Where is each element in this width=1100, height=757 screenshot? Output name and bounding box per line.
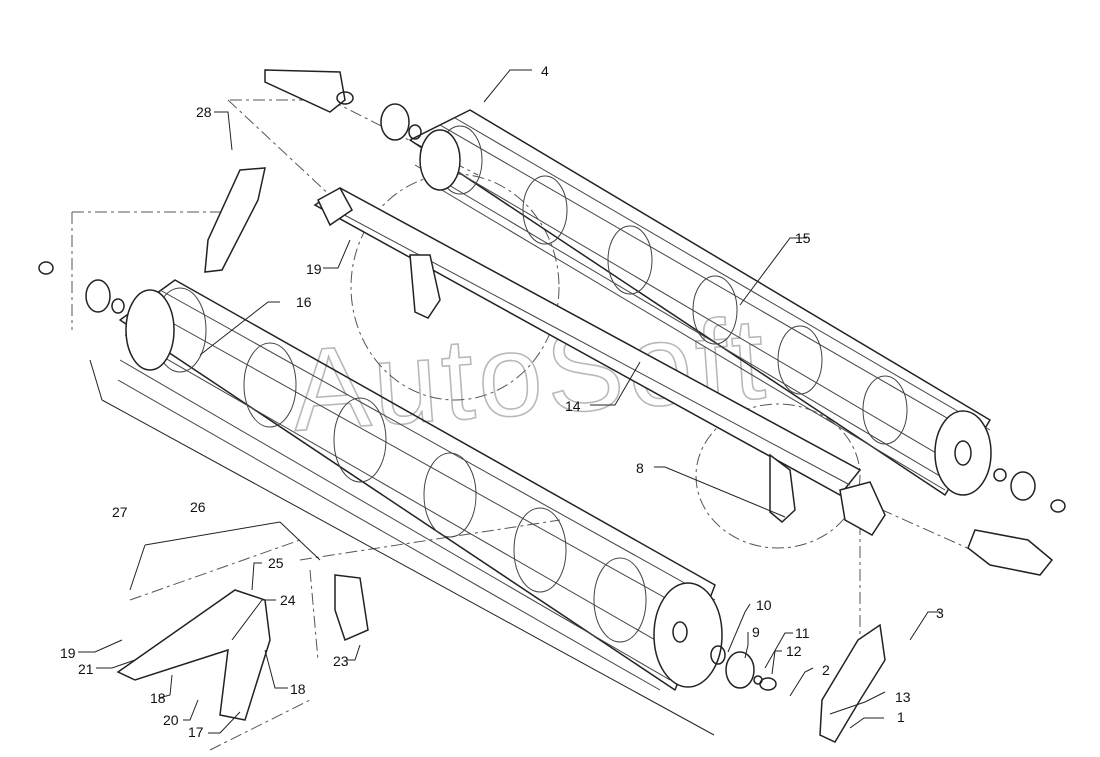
front-roller <box>117 279 723 691</box>
callout-28: 28 <box>196 104 212 120</box>
callout-15: 15 <box>795 230 811 246</box>
callout-18a: 18 <box>150 690 166 706</box>
lower-left-plate <box>116 574 369 721</box>
callout-leaders <box>78 69 940 734</box>
right-bearing-assembly <box>819 468 1066 743</box>
callout-26: 26 <box>190 499 206 515</box>
callout-2: 2 <box>822 662 830 678</box>
callout-25: 25 <box>268 555 284 571</box>
callout-21: 21 <box>78 661 94 677</box>
callout-20: 20 <box>163 712 179 728</box>
callout-3: 3 <box>936 605 944 621</box>
callout-4: 4 <box>541 63 549 79</box>
callout-23: 23 <box>333 653 349 669</box>
callout-24: 24 <box>280 592 296 608</box>
callout-14: 14 <box>565 398 581 414</box>
callout-27: 27 <box>112 504 128 520</box>
callout-10: 10 <box>756 597 772 613</box>
callout-19a: 19 <box>306 261 322 277</box>
center-beam <box>313 186 886 536</box>
frame-lines <box>89 359 715 736</box>
callout-11: 11 <box>795 625 810 641</box>
callout-9: 9 <box>752 624 760 640</box>
callout-19b: 19 <box>60 645 76 661</box>
callout-numbers: 1 2 3 4 8 9 10 11 12 13 14 15 16 17 18 1… <box>60 63 944 740</box>
callout-13: 13 <box>895 689 911 705</box>
callout-12: 12 <box>786 643 802 659</box>
rear-roller <box>409 109 992 496</box>
front-bearing-assembly <box>710 645 777 691</box>
callout-17: 17 <box>188 724 204 740</box>
callout-18b: 18 <box>290 681 306 697</box>
top-bracket-assembly <box>38 69 422 314</box>
callout-1: 1 <box>897 709 905 725</box>
callout-8: 8 <box>636 460 644 476</box>
callout-16: 16 <box>296 294 312 310</box>
